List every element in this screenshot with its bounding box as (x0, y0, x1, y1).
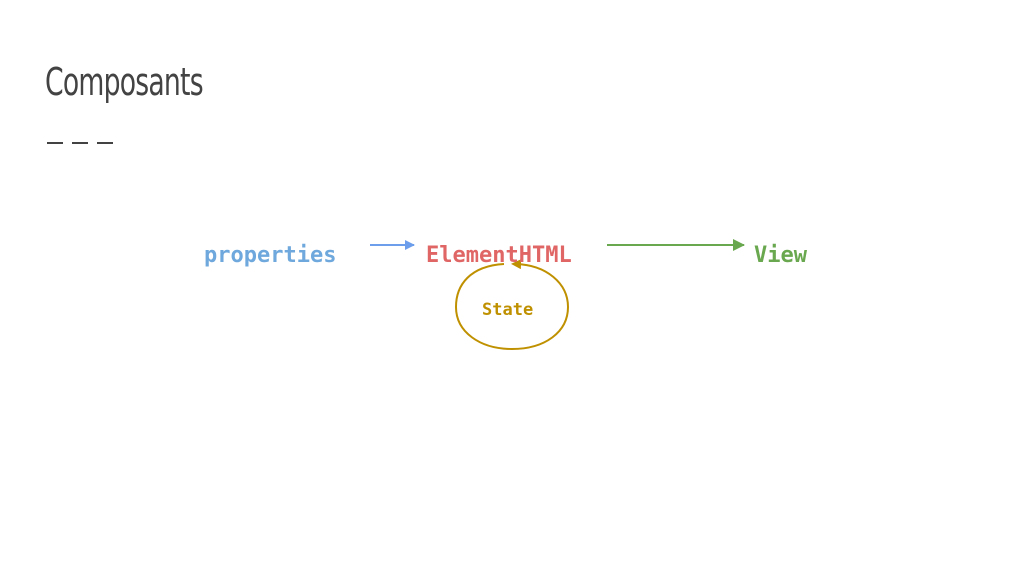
node-view: View (754, 243, 808, 268)
title-underline (47, 142, 113, 144)
node-properties: properties (204, 243, 336, 268)
node-element-html: ElementHTML (426, 243, 572, 268)
node-state: State (482, 300, 533, 320)
state-loop (454, 259, 570, 351)
slide-title: Composants (45, 60, 204, 104)
